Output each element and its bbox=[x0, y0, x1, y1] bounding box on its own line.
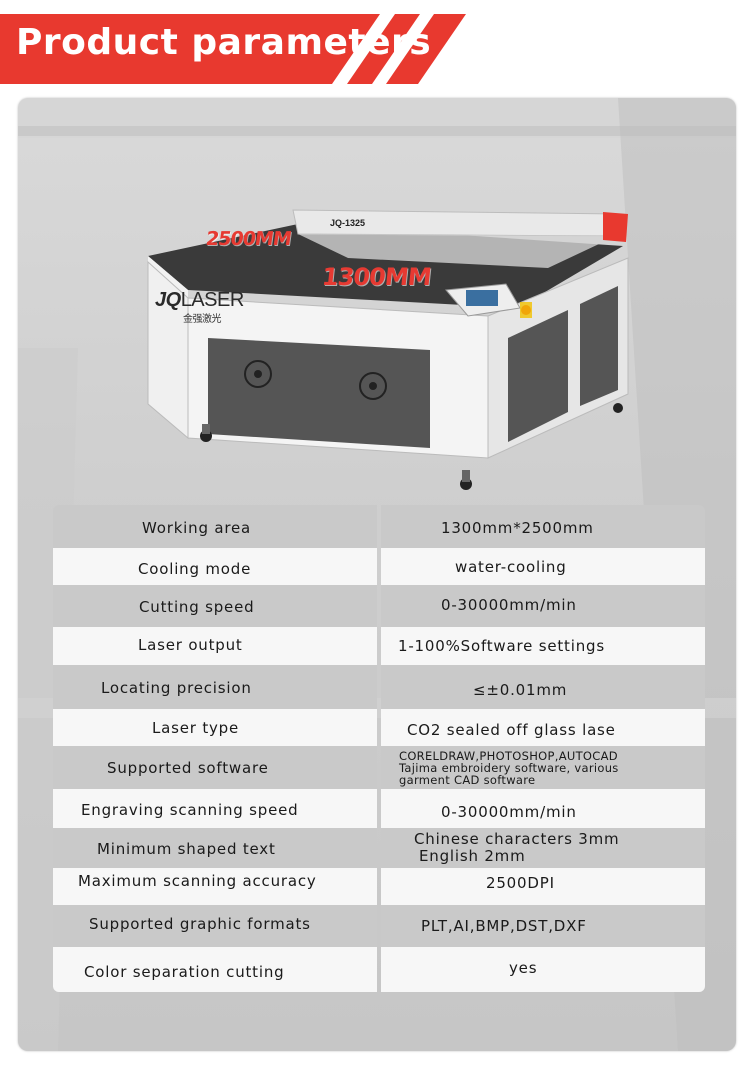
spec-value: 0-30000mm/min bbox=[441, 596, 577, 614]
spec-name-cell: Working area bbox=[53, 505, 377, 548]
model-label: JQ-1325 bbox=[330, 218, 366, 228]
spec-name-cell: Laser type bbox=[53, 709, 377, 746]
spec-value-line: Tajima embroidery software, various bbox=[399, 761, 619, 775]
spec-name-cell: Engraving scanning speed bbox=[53, 789, 377, 828]
spec-value-cell: Chinese characters 3mm English 2mm bbox=[381, 828, 705, 868]
spec-name-cell: Supported graphic formats bbox=[53, 905, 377, 947]
header-banner: Product parameters bbox=[0, 0, 750, 98]
table-row: Color separation cutting yes bbox=[53, 947, 705, 992]
table-row: Locating precision ≤±0.01mm bbox=[53, 665, 705, 709]
table-row: Laser output 1-100%Software settings bbox=[53, 627, 705, 665]
spec-value-cell: 1300mm*2500mm bbox=[381, 505, 705, 548]
spec-name: Cutting speed bbox=[139, 598, 255, 616]
spec-value-line: garment CAD software bbox=[399, 773, 536, 787]
spec-name-cell: Cooling mode bbox=[53, 548, 377, 585]
table-row: Supported graphic formats PLT,AI,BMP,DST… bbox=[53, 905, 705, 947]
table-row: Working area 1300mm*2500mm bbox=[53, 505, 705, 548]
table-row: Engraving scanning speed 0-30000mm/min bbox=[53, 789, 705, 828]
spec-name: Color separation cutting bbox=[84, 963, 285, 981]
product-card: 2500MM 1300MM JQ-1325 JQLASER 金强激光 Worki… bbox=[18, 98, 736, 1051]
spec-value-line: Chinese characters 3mm bbox=[414, 830, 620, 848]
spec-name-cell: Cutting speed bbox=[53, 585, 377, 627]
spec-name: Supported software bbox=[107, 759, 269, 777]
spec-value-line: CORELDRAW,PHOTOSHOP,AUTOCAD bbox=[399, 749, 618, 763]
spec-value: ≤±0.01mm bbox=[473, 681, 568, 699]
spec-name: Engraving scanning speed bbox=[81, 801, 299, 819]
spec-value-cell: 1-100%Software settings bbox=[381, 627, 705, 665]
spec-value-cell: CO2 sealed off glass lase bbox=[381, 709, 705, 746]
spec-value: 2500DPI bbox=[486, 874, 555, 892]
spec-name-cell: Locating precision bbox=[53, 665, 377, 709]
spec-name-cell: Color separation cutting bbox=[53, 947, 377, 992]
brand-prefix: JQ bbox=[155, 289, 181, 311]
spec-value-cell: 0-30000mm/min bbox=[381, 585, 705, 627]
laser-machine-image bbox=[147, 209, 629, 490]
brand-logo: JQLASER 金强激光 bbox=[155, 289, 244, 325]
spec-value-cell: 2500DPI bbox=[381, 868, 705, 905]
spec-value: water-cooling bbox=[455, 558, 567, 576]
table-row: Laser type CO2 sealed off glass lase bbox=[53, 709, 705, 746]
brand-chinese: 金强激光 bbox=[183, 314, 221, 325]
depth-dimension-label: 1300MM bbox=[320, 263, 433, 291]
spec-value-cell: PLT,AI,BMP,DST,DXF bbox=[381, 905, 705, 947]
spec-name: Minimum shaped text bbox=[97, 840, 276, 858]
spec-value: yes bbox=[509, 959, 538, 977]
page-title: Product parameters bbox=[16, 22, 432, 63]
spec-name: Supported graphic formats bbox=[89, 915, 311, 933]
spec-name: Working area bbox=[142, 519, 251, 537]
spec-name: Laser type bbox=[152, 719, 240, 737]
table-row: Supported software CORELDRAW,PHOTOSHOP,A… bbox=[53, 746, 705, 789]
spec-value-cell: ≤±0.01mm bbox=[381, 665, 705, 709]
spec-value-cell: yes bbox=[381, 947, 705, 992]
spec-value: 1-100%Software settings bbox=[398, 637, 605, 655]
spec-table: Working area 1300mm*2500mm Cooling mode … bbox=[53, 505, 705, 992]
spec-name: Maximum scanning accuracy bbox=[78, 872, 317, 890]
table-row: Maximum scanning accuracy 2500DPI bbox=[53, 868, 705, 905]
spec-value: PLT,AI,BMP,DST,DXF bbox=[421, 917, 587, 935]
spec-value: CO2 sealed off glass lase bbox=[407, 721, 616, 739]
table-row: Cutting speed 0-30000mm/min bbox=[53, 585, 705, 627]
spec-value-line: English 2mm bbox=[419, 847, 526, 865]
spec-name: Cooling mode bbox=[138, 560, 252, 578]
banner-shape bbox=[0, 14, 466, 84]
spec-value-cell: CORELDRAW,PHOTOSHOP,AUTOCAD Tajima embro… bbox=[381, 746, 705, 789]
spec-name-cell: Minimum shaped text bbox=[53, 828, 377, 868]
spec-name: Laser output bbox=[138, 636, 243, 654]
width-dimension-label: 2500MM bbox=[204, 228, 293, 250]
spec-value: 0-30000mm/min bbox=[441, 803, 577, 821]
table-row: Cooling mode water-cooling bbox=[53, 548, 705, 585]
spec-name-cell: Maximum scanning accuracy bbox=[53, 868, 377, 905]
spec-name: Locating precision bbox=[101, 679, 252, 697]
spec-value-cell: water-cooling bbox=[381, 548, 705, 585]
table-row: Minimum shaped text Chinese characters 3… bbox=[53, 828, 705, 868]
brand-suffix: LASER bbox=[180, 289, 245, 311]
spec-name-cell: Laser output bbox=[53, 627, 377, 665]
spec-value: 1300mm*2500mm bbox=[441, 519, 594, 537]
spec-name-cell: Supported software bbox=[53, 746, 377, 789]
spec-value-cell: 0-30000mm/min bbox=[381, 789, 705, 828]
